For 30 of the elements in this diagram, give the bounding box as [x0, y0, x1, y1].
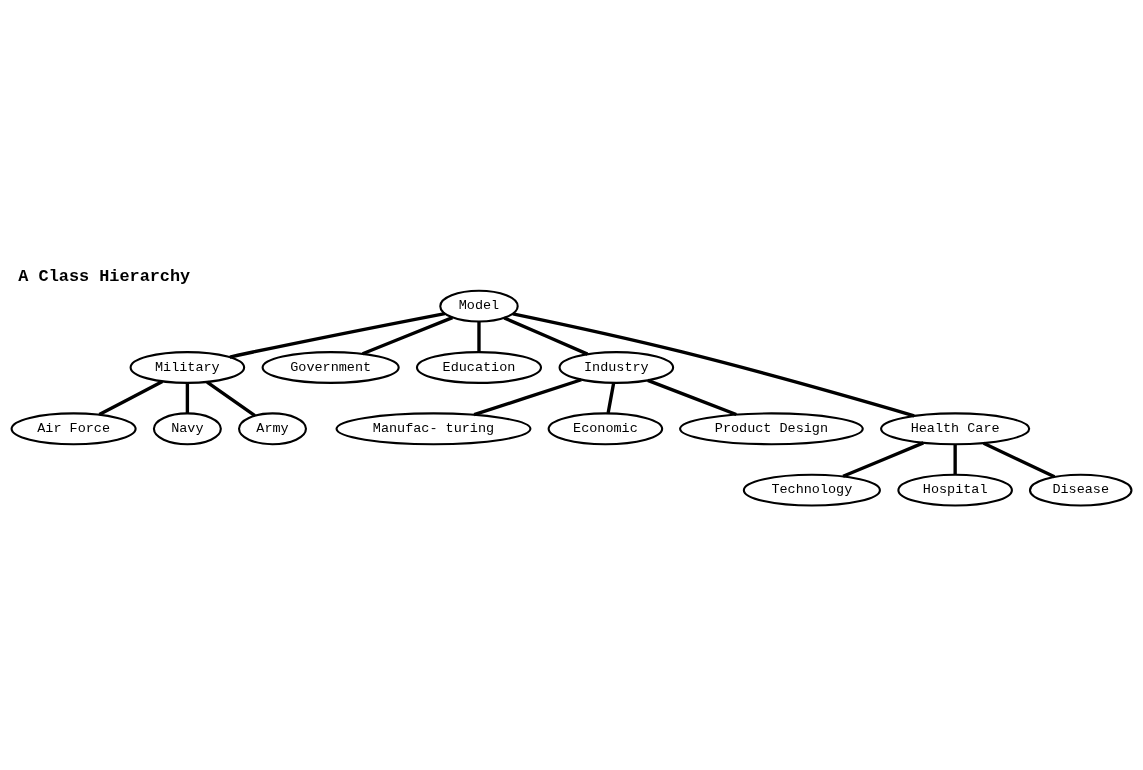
- node-ellipse: Disease: [1028, 473, 1133, 507]
- connector: [503, 315, 589, 356]
- node-ellipse: Technology: [742, 473, 881, 507]
- node-ellipse: Education: [415, 350, 543, 384]
- node-ellipse: Health Care: [880, 411, 1031, 445]
- connector: [647, 378, 737, 416]
- connector: [512, 311, 915, 417]
- node-ellipse: Government: [261, 350, 400, 384]
- connector: [842, 440, 924, 478]
- connector: [362, 315, 454, 355]
- connector: [473, 377, 582, 416]
- node-ellipse: Hospital: [897, 473, 1013, 507]
- node-ellipse: Manufac- turing: [335, 411, 532, 445]
- connector: [953, 443, 957, 474]
- node-ellipse: Industry: [558, 350, 675, 384]
- node-ellipse: Economic: [547, 411, 664, 445]
- connector: [185, 382, 190, 413]
- connector: [982, 441, 1056, 478]
- connector: [477, 321, 481, 352]
- node-ellipse: Model: [439, 289, 519, 323]
- node-ellipse: Army: [238, 411, 307, 445]
- connector: [229, 311, 446, 359]
- node-ellipse: Navy: [152, 411, 222, 445]
- connector: [98, 379, 164, 416]
- node-ellipse: Air Force: [10, 411, 137, 445]
- node-ellipse: Military: [129, 350, 246, 384]
- connector: [606, 382, 616, 413]
- node-ellipse: Product Design: [679, 411, 864, 445]
- diagram-title: A Class Hierarchy: [18, 266, 191, 286]
- connector: [206, 380, 256, 417]
